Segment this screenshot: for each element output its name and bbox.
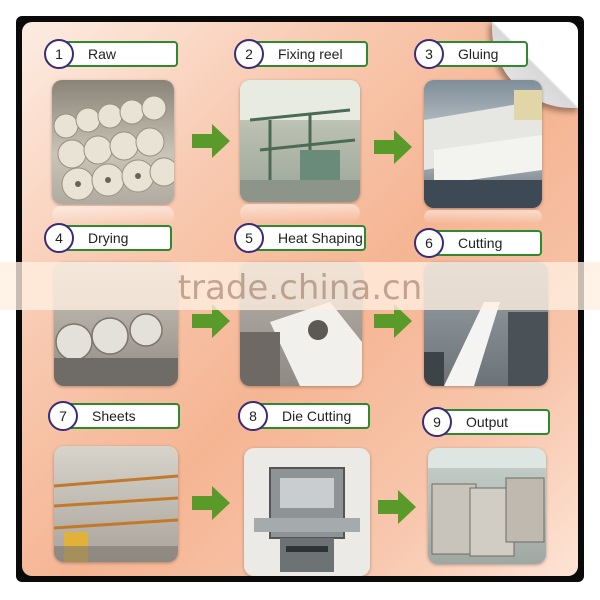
photo-sheets (54, 446, 178, 562)
step-text: Gluing (458, 46, 498, 62)
photo-reflection (52, 206, 174, 224)
sheets-conveyor-image (54, 446, 178, 562)
step-label-fixing-reel: 2 Fixing reel (244, 41, 368, 67)
step-text: Cutting (458, 235, 502, 251)
reel-machine-image (240, 80, 360, 202)
output-stacks-image (428, 448, 546, 564)
watermark-text: trade.china.cn (0, 268, 600, 308)
step-label-output: 9 Output (432, 409, 550, 435)
photo-reflection (240, 204, 360, 222)
step-text: Fixing reel (278, 46, 343, 62)
step-text: Sheets (92, 408, 136, 424)
photo-raw-paper-rolls (52, 80, 174, 204)
step-label-gluing: 3 Gluing (424, 41, 528, 67)
step-text: Drying (88, 230, 128, 246)
step-number: 4 (44, 223, 74, 253)
step-number: 3 (414, 39, 444, 69)
photo-reflection (424, 210, 542, 224)
step-label-heat-shaping: 5 Heat Shaping (244, 225, 366, 251)
step-label-die-cutting: 8 Die Cutting (248, 403, 370, 429)
step-number: 2 (234, 39, 264, 69)
step-number: 6 (414, 228, 444, 258)
arrow-right-icon (374, 130, 412, 164)
photo-output (428, 448, 546, 564)
step-number: 8 (238, 401, 268, 431)
step-label-drying: 4 Drying (54, 225, 172, 251)
photo-die-cutting (244, 448, 370, 576)
step-text: Raw (88, 46, 116, 62)
step-text: Output (466, 414, 508, 430)
step-number: 1 (44, 39, 74, 69)
step-text: Heat Shaping (278, 230, 363, 246)
photo-gluing (424, 80, 542, 208)
gluing-machine-image (424, 80, 542, 208)
arrow-right-icon (378, 490, 416, 524)
step-number: 9 (422, 407, 452, 437)
step-text: Die Cutting (282, 408, 351, 424)
step-label-raw: 1 Raw (54, 41, 178, 67)
step-label-cutting: 6 Cutting (424, 230, 542, 256)
paper-rolls-image (52, 80, 174, 204)
arrow-right-icon (192, 486, 230, 520)
arrow-right-icon (192, 124, 230, 158)
step-number: 5 (234, 223, 264, 253)
die-cutting-machine-image (244, 448, 370, 576)
photo-fixing-reel (240, 80, 360, 202)
step-label-sheets: 7 Sheets (58, 403, 180, 429)
step-number: 7 (48, 401, 78, 431)
